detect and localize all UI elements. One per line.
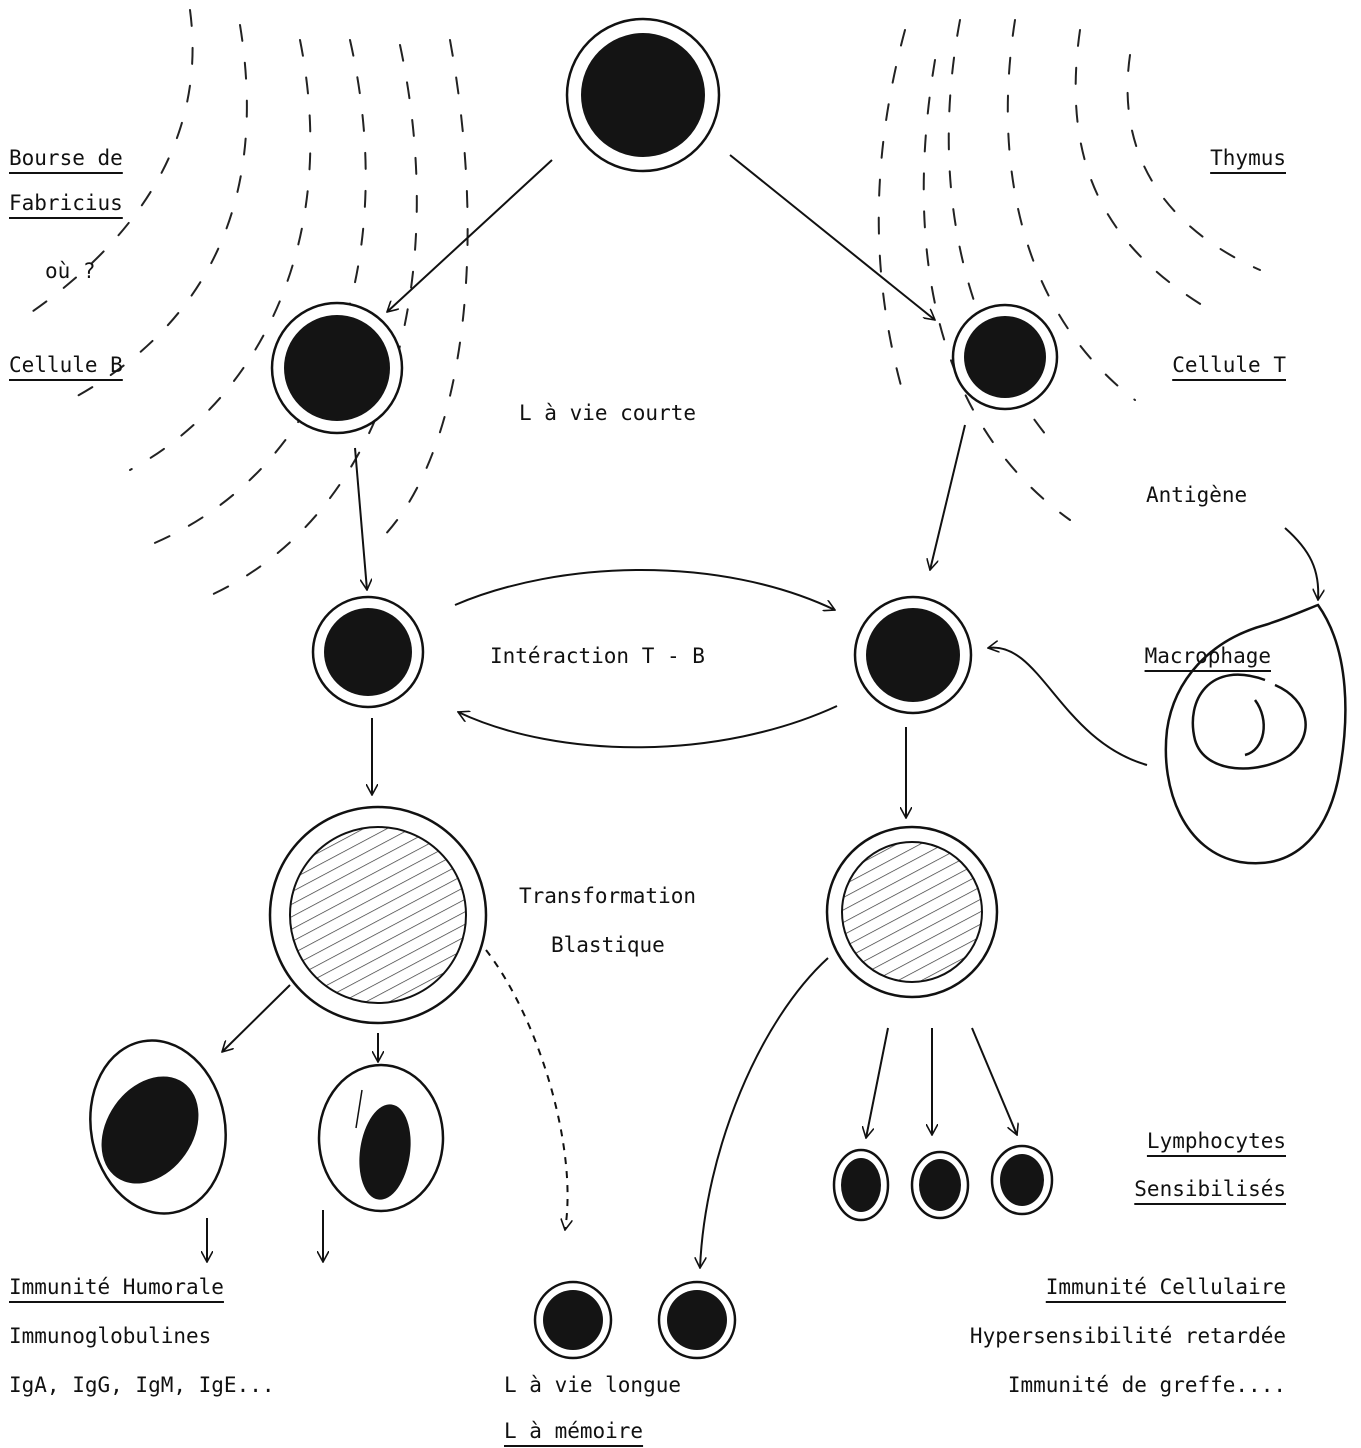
interaction-t-cell [853,595,973,715]
label-cellule-t: Cellule T [1172,353,1286,377]
label-antigene: Antigène [1146,483,1248,507]
cell-b [270,301,404,435]
label-macrophage: Macrophage [1144,644,1271,668]
label-igs: IgA, IgG, IgM, IgE... [9,1373,275,1397]
blast-cell-t [825,825,999,999]
thymus-field-lines [877,19,1261,521]
bursa-field-lines [19,9,469,601]
label-vie-longue: L à vie longue [504,1373,682,1397]
label-greffe: Immunité de greffe.... [1007,1373,1286,1397]
label-bourse-line1: Bourse de [9,146,123,170]
stem-cell [565,17,721,173]
label-ou: où ? [45,259,96,283]
sensitized-lymphocyte-3 [990,1144,1054,1216]
plasma-cell-2 [317,1063,445,1213]
macrophage-cell [1164,603,1347,865]
label-vie-courte: L à vie courte [519,401,697,425]
label-memoire: L à mémoire [504,1419,644,1443]
label-interaction: Intéraction T - B [490,644,705,668]
sensitized-lymphocyte-2 [910,1150,970,1220]
interaction-b-cell [311,595,425,709]
memory-cell-1 [533,1280,613,1360]
arrows [207,154,1318,1268]
memory-cell-2 [657,1280,737,1360]
label-blastique: Blastique [551,933,665,957]
label-immunite-humorale: Immunité Humorale [9,1275,224,1299]
label-hypersensibilite: Hypersensibilité retardée [969,1324,1286,1348]
label-transformation: Transformation [519,884,697,908]
blast-cell-b [268,805,488,1025]
label-immunite-cellulaire: Immunité Cellulaire [1045,1275,1286,1299]
label-thymus: Thymus [1210,146,1286,170]
label-lymphocytes: Lymphocytes [1146,1129,1286,1153]
sensitized-lymphocyte-1 [832,1148,890,1222]
label-cellule-b: Cellule B [9,353,123,377]
label-immunoglobulines: Immunoglobulines [9,1324,212,1348]
plasma-cell-1 [89,1039,227,1215]
cell-t [951,303,1059,411]
label-bourse-line2: Fabricius [9,191,123,215]
plasma-cell-mark [355,1089,363,1129]
label-sensibilises: Sensibilisés [1134,1177,1286,1201]
